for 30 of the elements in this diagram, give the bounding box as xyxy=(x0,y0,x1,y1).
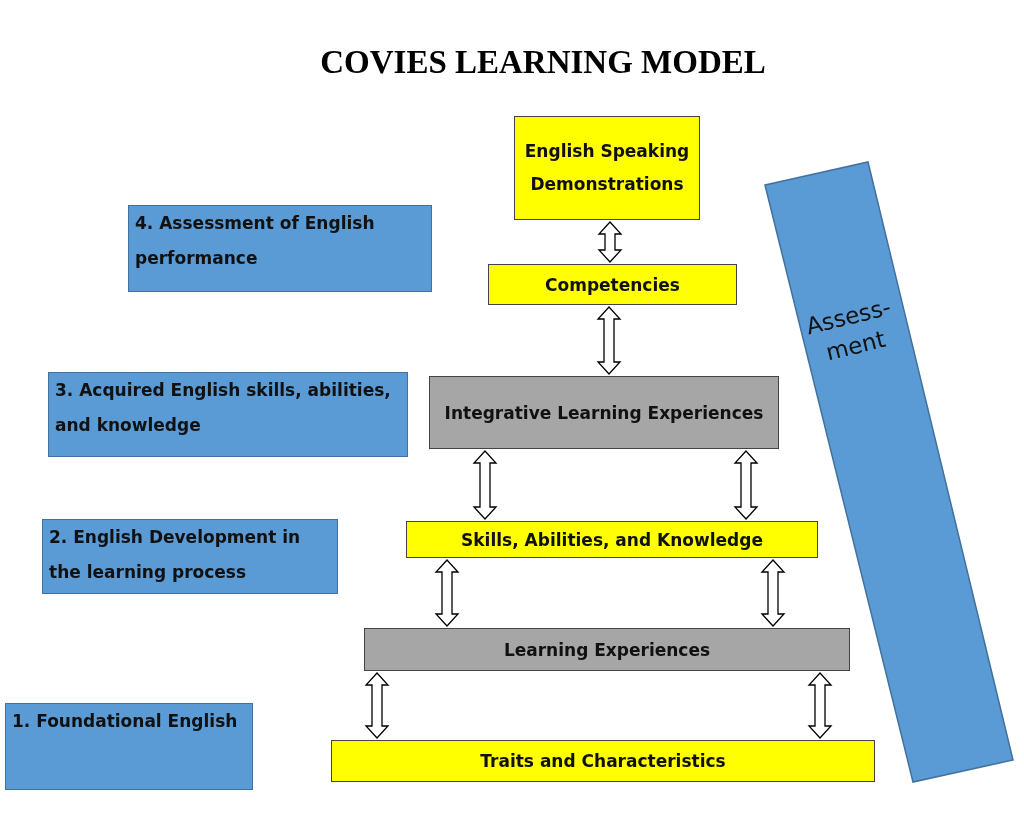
double-arrow xyxy=(807,672,833,739)
stage-box xyxy=(48,372,408,457)
box-label: English Speaking Demonstrations xyxy=(523,140,691,196)
double-arrow xyxy=(364,672,390,739)
level-box xyxy=(364,628,850,671)
level-box xyxy=(514,116,700,220)
box-label: Skills, Abilities, and Knowledge xyxy=(461,528,763,551)
double-arrow xyxy=(472,450,498,520)
double-arrow xyxy=(597,221,623,263)
diagram-title: COVIES LEARNING MODEL xyxy=(319,44,767,81)
double-arrow xyxy=(760,559,786,627)
double-arrow xyxy=(434,559,460,627)
box-label: Integrative Learning Experiences xyxy=(444,401,764,424)
box-label: 3. Acquired English skills, abilities, and knowledge xyxy=(55,379,392,437)
box-label: Competencies xyxy=(545,273,680,296)
double-arrow xyxy=(733,450,759,520)
double-arrow xyxy=(596,306,622,375)
level-box xyxy=(488,264,737,305)
box-label: 1. Foundational English xyxy=(12,710,238,733)
stage-box xyxy=(42,519,338,594)
box-label: Assess- ment xyxy=(802,292,895,368)
box-label: Traits and Characteristics xyxy=(480,750,726,772)
box-label: 4. Assessment of English performance xyxy=(135,212,376,270)
stage-box xyxy=(128,205,432,292)
level-box xyxy=(331,740,875,782)
stage-box xyxy=(5,703,253,790)
level-box xyxy=(429,376,779,449)
box-label: 2. English Development in the learning process xyxy=(49,526,302,584)
level-box xyxy=(406,521,818,558)
box-label: Learning Experiences xyxy=(503,638,711,661)
